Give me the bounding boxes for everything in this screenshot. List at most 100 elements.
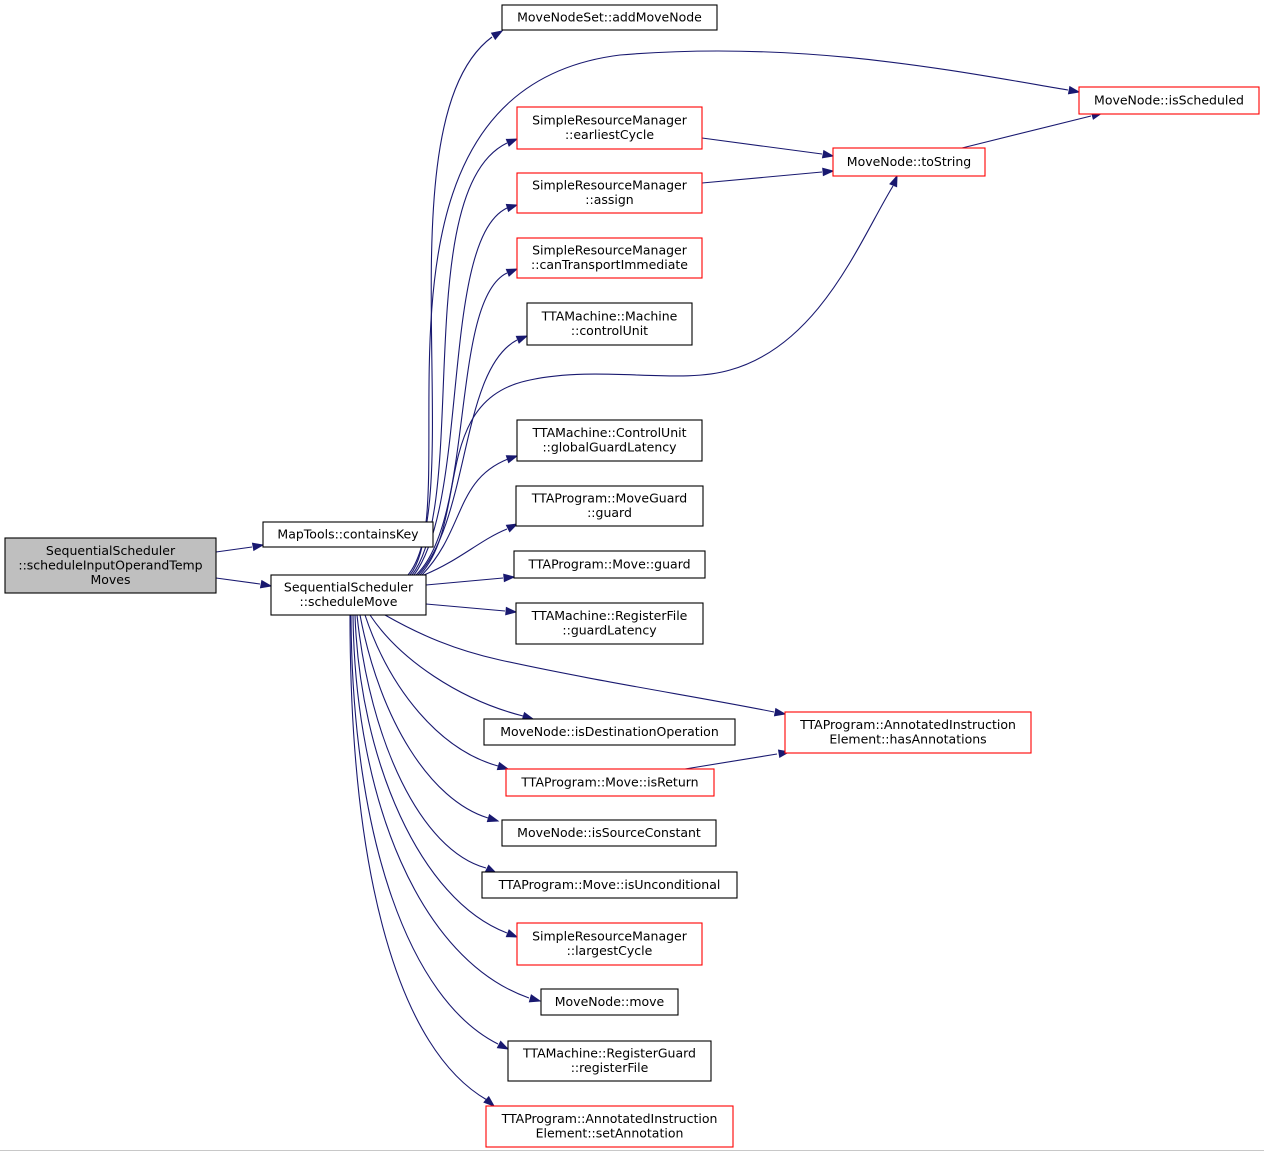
arrow-head-icon [1067, 85, 1081, 95]
edge-line [701, 171, 823, 184]
node-box [526, 302, 693, 346]
node-registerFile[interactable]: TTAMachine::RegisterGuard::registerFile [507, 1040, 712, 1082]
node-label-line: SimpleResourceManager [532, 113, 688, 128]
node-moveGuardGuard[interactable]: TTAProgram::MoveGuard::guard [515, 485, 704, 527]
arrow-head-icon [505, 606, 518, 616]
arrow-head-icon [528, 994, 542, 1003]
node-label-line: MoveNode::toString [847, 154, 971, 169]
node-label-line: MoveNode::isScheduled [1094, 92, 1244, 107]
edge-line [369, 614, 524, 717]
node-label-line: TTAProgram::Move::isReturn [520, 774, 698, 789]
edge-line [701, 137, 823, 155]
edge-line [425, 577, 504, 586]
edge-line [425, 603, 506, 612]
arrow-head-icon [496, 761, 510, 771]
arrow-head-icon [515, 335, 529, 344]
node-hasAnnotations[interactable]: TTAProgram::AnnotatedInstructionElement:… [784, 711, 1032, 754]
arrow-head-icon [821, 149, 835, 159]
node-moveGuard[interactable]: TTAProgram::Move::guard [513, 550, 706, 579]
node-box [516, 419, 703, 462]
edge-line [364, 614, 499, 767]
node-earliestCycle[interactable]: SimpleResourceManager::earliestCycle [516, 106, 703, 150]
node-largestCycle[interactable]: SimpleResourceManager::largestCycle [516, 922, 703, 966]
node-box [485, 1105, 734, 1148]
edge-line [352, 614, 530, 999]
arrow-head-icon [822, 167, 835, 177]
edge-line [349, 614, 488, 1101]
node-scheduleMove[interactable]: SequentialScheduler::scheduleMove [270, 574, 427, 616]
edge-scheduleMove-to-toString [419, 174, 898, 576]
node-label-line: TTAProgram::AnnotatedInstruction [501, 1111, 718, 1126]
node-isDestinationOperation[interactable]: MoveNode::isDestinationOperation [483, 718, 736, 746]
edge-root-to-containsKey [215, 542, 265, 553]
node-label-line: SequentialScheduler [46, 543, 176, 558]
edge-scheduleMove-to-isSourceConstant [359, 614, 500, 823]
node-isSourceConstant[interactable]: MoveNode::isSourceConstant [501, 819, 717, 847]
edge-line [350, 614, 499, 1045]
node-box [501, 4, 718, 31]
arrow-head-icon [503, 573, 516, 583]
arrow-head-icon [496, 1040, 510, 1050]
arrow-head-icon [505, 523, 519, 533]
node-controlUnit[interactable]: TTAMachine::Machine::controlUnit [526, 302, 693, 346]
node-label-line: ::registerFile [571, 1060, 649, 1075]
node-label-line: MoveNode::move [555, 994, 665, 1009]
node-box [515, 485, 704, 527]
node-addMoveNode[interactable]: MoveNodeSet::addMoveNode [501, 4, 718, 31]
node-label-line: TTAMachine::Machine [541, 309, 678, 324]
node-label-line: ::earliestCycle [565, 127, 654, 142]
node-isReturn[interactable]: TTAProgram::Move::isReturn [505, 768, 715, 797]
node-label-line: MapTools::containsKey [277, 526, 419, 541]
edge-line [356, 614, 487, 869]
edge-line [961, 115, 1092, 149]
node-box [270, 574, 427, 616]
edge-line [215, 577, 261, 585]
node-label-line: TTAProgram::Move::isUnconditional [498, 877, 721, 892]
node-assign[interactable]: SimpleResourceManager::assign [516, 172, 703, 214]
node-isUnconditional[interactable]: TTAProgram::Move::isUnconditional [481, 871, 738, 899]
node-move[interactable]: MoveNode::move [540, 988, 679, 1016]
node-toString[interactable]: MoveNode::toString [832, 147, 986, 177]
arrow-head-icon [483, 1095, 496, 1107]
node-label-line: MoveNodeSet::addMoveNode [517, 9, 702, 24]
edge-scheduleMove-to-isDestinationOperation [369, 614, 535, 721]
node-canTransportImmediate[interactable]: SimpleResourceManager::canTransportImmed… [516, 237, 703, 279]
node-box [481, 871, 738, 899]
node-root[interactable]: SequentialScheduler::scheduleInputOperan… [4, 537, 217, 594]
edge-toString-to-isScheduled [961, 111, 1104, 149]
node-globalGuardLatency[interactable]: TTAMachine::ControlUnit::globalGuardLate… [516, 419, 703, 462]
arrow-head-icon [505, 929, 519, 938]
arrow-head-icon [490, 30, 504, 41]
node-label-line: Moves [90, 572, 130, 587]
edge-scheduleMove-to-hasAnnotations [384, 614, 787, 717]
edge-line [384, 614, 775, 713]
edge-scheduleMove-to-isUnconditional [356, 614, 498, 874]
arrow-head-icon [505, 268, 519, 277]
node-box [540, 988, 679, 1016]
arrow-head-icon [259, 579, 273, 589]
node-box [505, 768, 715, 797]
node-label-line: SimpleResourceManager [532, 929, 688, 944]
node-box [784, 711, 1032, 754]
node-guardLatency[interactable]: TTAMachine::RegisterFile::guardLatency [515, 602, 704, 645]
arrow-head-icon [505, 138, 519, 147]
edge-assign-to-toString [701, 167, 835, 184]
node-label-line: ::canTransportImmediate [531, 257, 688, 272]
node-label-line: TTAMachine::RegisterGuard [522, 1046, 696, 1061]
node-label-line: ::largestCycle [567, 943, 653, 958]
node-label-line: ::globalGuardLatency [542, 440, 677, 455]
node-box [516, 237, 703, 279]
nodes-layer: SequentialScheduler::scheduleInputOperan… [4, 4, 1260, 1148]
arrow-head-icon [889, 174, 898, 188]
node-containsKey[interactable]: MapTools::containsKey [262, 521, 434, 548]
node-isScheduled[interactable]: MoveNode::isScheduled [1078, 86, 1260, 115]
arrow-head-icon [505, 203, 519, 213]
node-label-line: TTAProgram::MoveGuard [531, 491, 687, 506]
node-setAnnotation[interactable]: TTAProgram::AnnotatedInstructionElement:… [485, 1105, 734, 1148]
node-label-line: ::guardLatency [562, 623, 657, 638]
arrow-head-icon [486, 813, 500, 823]
node-box [513, 550, 706, 579]
edge-scheduleMove-to-largestCycle [354, 614, 519, 938]
edge-line [421, 458, 509, 576]
edge-scheduleMove-to-move [352, 614, 542, 1003]
